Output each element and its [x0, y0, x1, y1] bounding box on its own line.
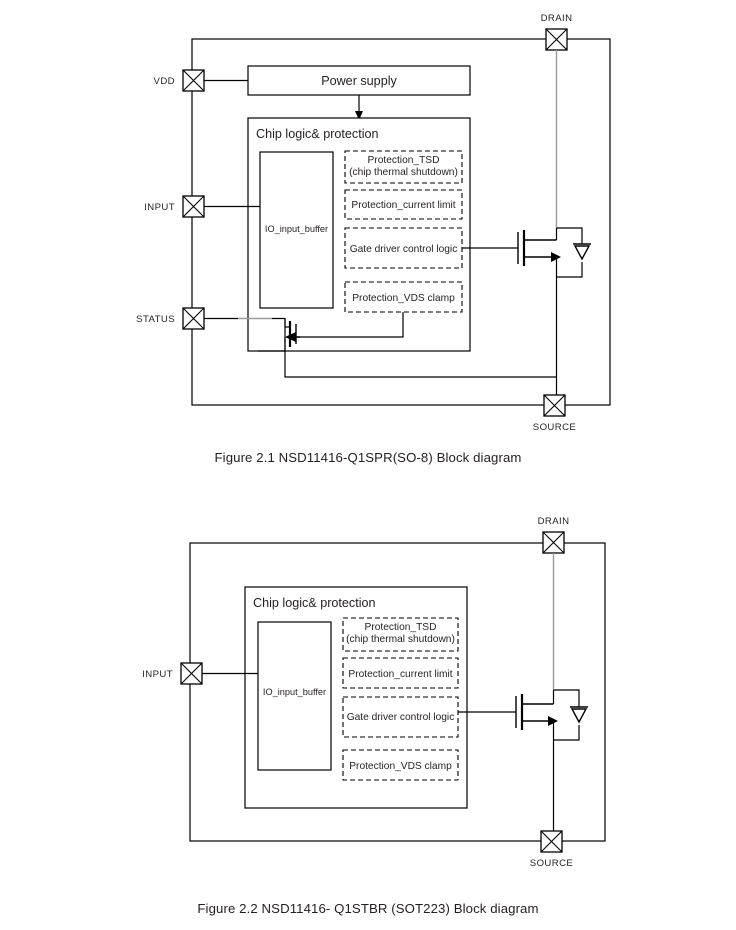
block-power-supply-label: Power supply — [321, 74, 397, 88]
pin-source-label: SOURCE — [533, 422, 576, 433]
pin-vdd[interactable] — [182, 69, 205, 92]
block-protection-tsd-label: Protection_TSD — [365, 622, 437, 633]
block-chip-logic-protection-label: Chip logic& protection — [253, 596, 376, 610]
figure-2-2-block-diagram: DRAIN SOURCE INPUT Chip logic& protectio… — [0, 495, 736, 895]
pin-input-label: INPUT — [142, 669, 173, 680]
block-protection-tsd-label: Protection_TSD — [368, 155, 440, 166]
figure-2-2-caption: Figure 2.2 NSD11416- Q1STBR (SOT223) Blo… — [197, 901, 539, 916]
arrowhead-power-to-logic — [355, 111, 363, 120]
pin-vdd-label: VDD — [154, 76, 175, 87]
pin-source[interactable] — [540, 830, 563, 853]
pin-source[interactable] — [543, 394, 566, 417]
block-protection-tsd-sublabel: (chip thermal shutdown) — [346, 634, 455, 645]
block-protection-current-limit-label: Protection_current limit — [348, 669, 452, 680]
power-mosfet-symbol — [515, 689, 588, 831]
pin-input-label: INPUT — [144, 202, 175, 213]
block-io-input-buffer — [257, 621, 332, 771]
block-gate-driver-control-logic-label: Gate driver control logic — [347, 712, 455, 723]
pin-status[interactable] — [182, 307, 205, 330]
status-mosfet-arrowhead — [285, 332, 296, 342]
block-io-input-buffer-label: IO_input_buffer — [263, 687, 326, 697]
figure-2-1-block-diagram: DRAIN SOURCE VDD INPUT — [0, 0, 736, 445]
pin-drain[interactable] — [542, 531, 565, 554]
pin-source-label: SOURCE — [530, 858, 573, 869]
figure-2-1-caption: Figure 2.1 NSD11416-Q1SPR(SO-8) Block di… — [214, 450, 522, 465]
block-protection-current-limit — [344, 189, 463, 220]
block-gate-driver-control-logic — [344, 227, 463, 269]
block-gate-driver-control-logic — [342, 696, 459, 738]
block-io-input-buffer — [259, 151, 334, 309]
status-mosfet-symbol — [204, 312, 557, 378]
block-protection-vds-clamp — [342, 749, 459, 781]
pin-input[interactable] — [182, 195, 205, 218]
pin-drain-label: DRAIN — [541, 13, 573, 24]
pin-status-label: STATUS — [136, 314, 175, 325]
block-protection-tsd — [342, 617, 459, 652]
block-protection-vds-clamp-label: Protection_VDS clamp — [349, 761, 452, 772]
block-protection-vds-clamp-label: Protection_VDS clamp — [352, 293, 455, 304]
block-protection-tsd-sublabel: (chip thermal shutdown) — [349, 167, 458, 178]
block-protection-current-limit-label: Protection_current limit — [351, 200, 455, 211]
pin-drain-label: DRAIN — [538, 516, 570, 527]
block-protection-current-limit — [342, 657, 459, 689]
pin-input[interactable] — [180, 662, 203, 685]
block-protection-vds-clamp — [344, 281, 463, 313]
block-protection-tsd — [344, 150, 463, 184]
block-chip-logic-protection-label: Chip logic& protection — [256, 127, 379, 141]
block-io-input-buffer-label: IO_input_buffer — [265, 224, 328, 234]
pin-drain[interactable] — [545, 28, 568, 51]
power-mosfet-symbol — [517, 227, 591, 395]
block-gate-driver-control-logic-label: Gate driver control logic — [350, 244, 458, 255]
